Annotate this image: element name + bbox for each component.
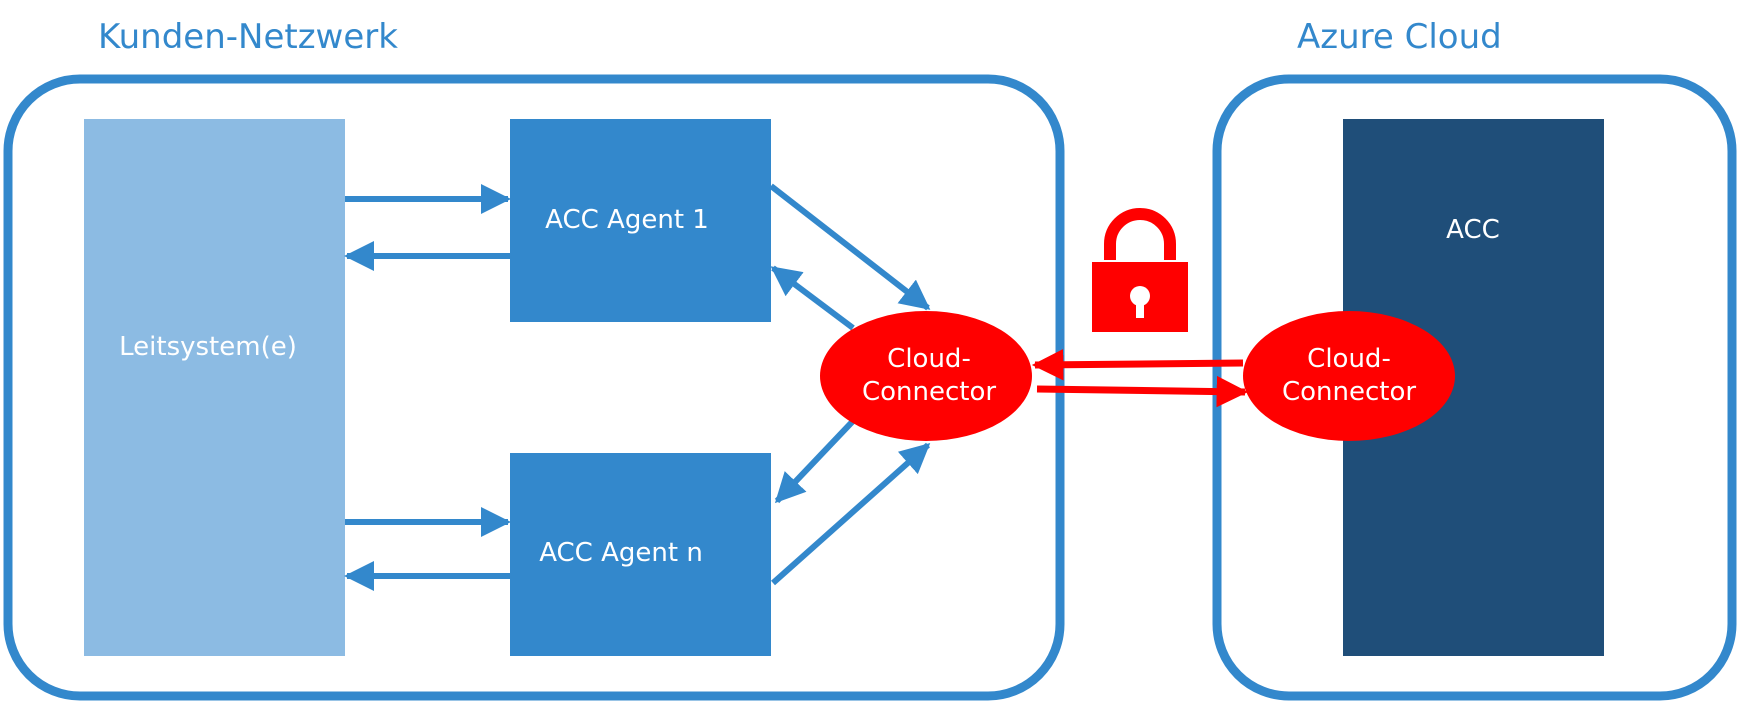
arrow-connector-to-agent-1 bbox=[770, 265, 855, 331]
azure-cloud-connector bbox=[1243, 311, 1455, 441]
local-cloud-connector bbox=[820, 311, 1032, 441]
acc-agent-n-label: ACC Agent n bbox=[539, 538, 703, 568]
azure-connector-label-line2: Connector bbox=[1282, 377, 1416, 407]
arrow-connector-to-agent-n bbox=[774, 418, 856, 504]
acc-agent-n-box bbox=[510, 453, 771, 656]
arrow-agent-n-to-connector bbox=[771, 442, 931, 586]
arrow-local-to-cloud-connector bbox=[1036, 375, 1249, 408]
acc-label: ACC bbox=[1446, 215, 1500, 245]
arrow-cloud-to-local-connector bbox=[1031, 348, 1244, 381]
local-connector-label-line1: Cloud- bbox=[887, 344, 971, 374]
leitsystem-label: Leitsystem(e) bbox=[119, 332, 297, 362]
arrow-agent-1-to-connector bbox=[769, 183, 931, 311]
azure-connector-label-line1: Cloud- bbox=[1307, 344, 1391, 374]
acc-agent-1-label: ACC Agent 1 bbox=[545, 205, 709, 235]
azure-cloud-title: Azure Cloud bbox=[1297, 17, 1502, 57]
customer-network-title: Kunden-Netzwerk bbox=[98, 17, 398, 57]
local-connector-label-line2: Connector bbox=[862, 377, 996, 407]
lock-icon bbox=[1092, 208, 1188, 332]
acc-agent-1-box bbox=[510, 119, 771, 322]
leitsystem-box bbox=[84, 119, 345, 656]
